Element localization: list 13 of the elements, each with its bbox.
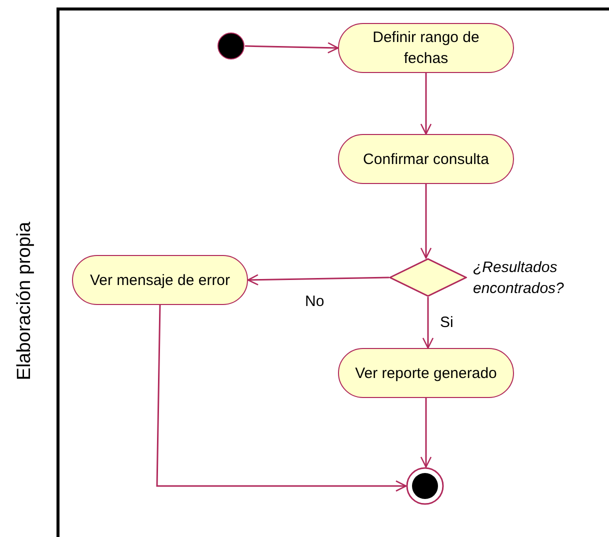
decision-question: ¿Resultados encontrados? xyxy=(473,258,565,299)
arrow xyxy=(422,297,434,349)
activity-box: Ver mensaje de error xyxy=(72,255,248,305)
activity-box: Definir rango de fechas xyxy=(338,23,514,73)
arrow xyxy=(420,398,432,468)
arrow xyxy=(244,42,339,54)
arrow xyxy=(420,73,432,135)
arrow xyxy=(420,184,432,259)
arrow xyxy=(156,304,407,492)
arrow xyxy=(247,274,390,286)
source-note: Elaboración propia xyxy=(14,220,36,382)
activity-box: Confirmar consulta xyxy=(338,134,514,184)
activity-box: Ver reporte generado xyxy=(338,348,514,398)
